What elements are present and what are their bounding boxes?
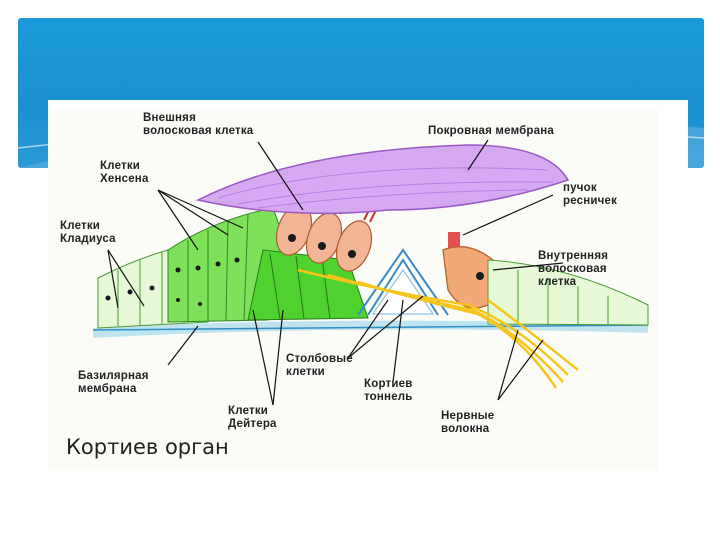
label-basilar-membrane: Базилярная мембрана	[78, 370, 149, 396]
label-claudius-cells: Клетки Кладиуса	[60, 220, 116, 246]
organ-of-corti-diagram: Внешняя волосковая клетка Покровная мемб…	[48, 100, 688, 470]
label-cilia-bundle: пучок ресничек	[563, 182, 617, 208]
label-hensen-cells: Клетки Хенсена	[100, 160, 149, 186]
label-inner-hair-cell: Внутренняя волосковая клетка	[538, 250, 608, 289]
label-deiters-cells: Клетки Дейтера	[228, 405, 277, 431]
label-pillar-cells: Столбовые клетки	[286, 353, 353, 379]
diagram-caption: Кортиев орган	[66, 435, 229, 459]
label-nerve-fibers: Нервные волокна	[441, 410, 494, 436]
label-corti-tunnel: Кортиев тоннель	[364, 378, 413, 404]
label-outer-hair-cell: Внешняя волосковая клетка	[143, 112, 253, 138]
label-tectorial-membrane: Покровная мембрана	[428, 125, 554, 138]
